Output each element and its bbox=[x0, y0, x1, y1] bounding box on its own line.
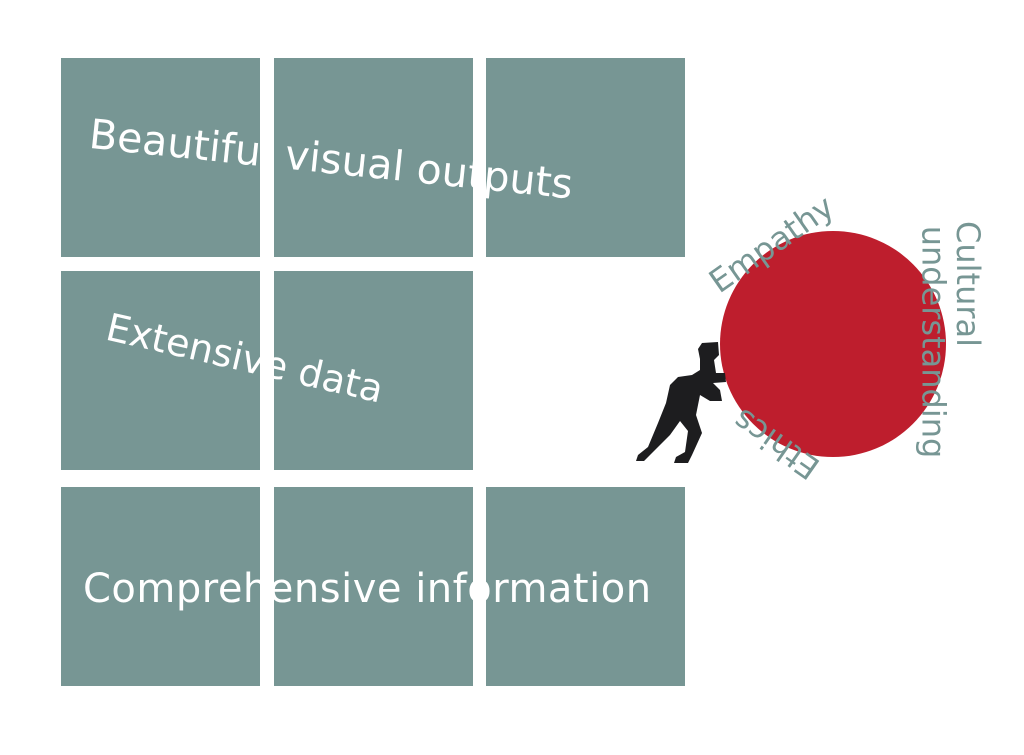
label-understanding: understanding bbox=[914, 225, 953, 459]
tile bbox=[274, 58, 473, 257]
tile bbox=[274, 271, 473, 470]
tile bbox=[274, 487, 473, 686]
tile bbox=[61, 58, 260, 257]
tile bbox=[486, 487, 685, 686]
red-ball bbox=[720, 231, 946, 457]
label-cultural: Cultural bbox=[949, 221, 987, 347]
pushing-person-icon bbox=[636, 342, 726, 463]
statement-comprehensive-information: Comprehensive information bbox=[83, 566, 652, 612]
tile bbox=[61, 271, 260, 470]
tile bbox=[61, 487, 260, 686]
tile bbox=[486, 58, 685, 257]
